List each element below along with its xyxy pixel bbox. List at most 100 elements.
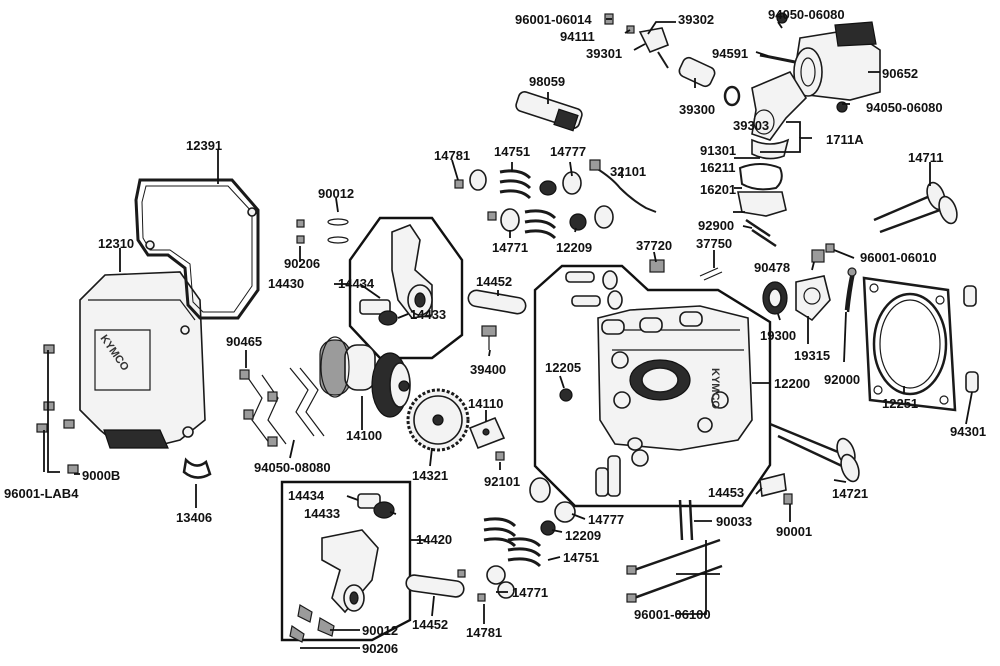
clip-part — [182, 457, 212, 479]
label-19315: 19315 — [794, 348, 830, 363]
spark-plug — [515, 91, 583, 132]
bolt-90001 — [783, 493, 793, 505]
dowel-pins-lower — [289, 604, 335, 643]
label-14453: 14453 — [708, 485, 744, 500]
label-91301: 91301 — [700, 143, 736, 158]
label-90033: 90033 — [716, 514, 752, 529]
sensor-wire — [595, 167, 657, 213]
label-90206-b: 90206 — [362, 641, 398, 656]
label-94591: 94591 — [712, 46, 748, 61]
label-14751-a: 14751 — [494, 144, 530, 159]
label-39301: 39301 — [586, 46, 622, 61]
label-14452-b: 14452 — [412, 617, 448, 632]
label-92900: 92900 — [698, 218, 734, 233]
label-94050-06080-b: 94050-06080 — [866, 100, 943, 115]
label-90206-a: 90206 — [284, 256, 320, 271]
label-14771-b: 14771 — [512, 585, 548, 600]
cam-sprocket — [406, 388, 470, 452]
label-37720: 37720 — [636, 238, 672, 253]
label-14321: 14321 — [412, 468, 448, 483]
insulator-16201 — [737, 191, 787, 217]
label-14434-b: 14434 — [288, 488, 325, 503]
valves-upper — [873, 181, 958, 234]
label-92101: 92101 — [484, 474, 520, 489]
label-14751-b: 14751 — [563, 550, 599, 565]
bolt-92101 — [495, 451, 505, 461]
rocker-shaft-lower — [405, 574, 465, 598]
label-12205: 12205 — [545, 360, 581, 375]
label-94050-06080-a: 94050-06080 — [768, 7, 845, 22]
label-14433-a: 14433 — [410, 307, 446, 322]
label-94111: 94111 — [560, 29, 595, 44]
sensor-plug — [589, 159, 601, 171]
label-90001: 90001 — [776, 524, 812, 539]
label-92000: 92000 — [824, 372, 860, 387]
label-96001-06010: 96001-06010 — [860, 250, 937, 265]
label-14110: 14110 — [468, 396, 503, 411]
sensor-39400 — [481, 325, 497, 350]
label-12391: 12391 — [186, 138, 222, 153]
sensor-37750 — [699, 267, 723, 281]
label-90478: 90478 — [754, 260, 790, 275]
label-12310: 12310 — [98, 236, 134, 251]
label-14777-a: 14777 — [550, 144, 586, 159]
valve-springs-lower — [457, 477, 576, 602]
oring-92000 — [844, 271, 856, 313]
studs-90033 — [678, 499, 694, 541]
label-14430: 14430 — [268, 276, 304, 291]
label-14452-a: 14452 — [476, 274, 512, 289]
rocker-arm-upper — [359, 224, 433, 326]
cover-bolts — [36, 344, 79, 474]
label-9000b: 9000B — [82, 468, 120, 483]
cylinder-head-group-box — [533, 264, 772, 508]
label-90652: 90652 — [882, 66, 918, 81]
label-39400: 39400 — [470, 362, 506, 377]
dowel-pins-upper — [296, 218, 349, 244]
label-32101: 32101 — [610, 164, 646, 179]
label-39303: 39303 — [733, 118, 769, 133]
label-94050-08080: 94050-08080 — [254, 460, 331, 475]
stud-bolts — [239, 367, 325, 447]
label-14433-b: 14433 — [304, 506, 340, 521]
label-96001-06100: 96001-06100 — [634, 607, 711, 622]
dowel-94301-a — [963, 285, 977, 307]
label-19300: 19300 — [760, 328, 796, 343]
rocker-arm-group-box-lower — [280, 480, 412, 642]
stud-92900 — [745, 218, 777, 248]
label-13406: 13406 — [176, 510, 212, 525]
label-14777-b: 14777 — [588, 512, 624, 527]
throttle-body — [759, 12, 881, 113]
label-16201: 16201 — [700, 182, 736, 197]
label-98059: 98059 — [529, 74, 565, 89]
head-gasket — [862, 276, 957, 412]
label-96001-06014: 96001-06014 — [515, 12, 592, 27]
cylinder-head-cover: KYMCO — [79, 271, 206, 449]
cover-gasket — [134, 178, 260, 320]
label-14420: 14420 — [416, 532, 452, 547]
label-14100: 14100 — [346, 428, 382, 443]
thermostat-group — [762, 243, 835, 322]
label-12200: 12200 — [774, 376, 810, 391]
label-14781-a: 14781 — [434, 148, 470, 163]
rocker-arm-lower — [321, 493, 395, 614]
label-39302: 39302 — [678, 12, 714, 27]
label-12209-b: 12209 — [565, 528, 601, 543]
tensioner-plate — [468, 416, 506, 450]
label-12209-a: 12209 — [556, 240, 592, 255]
rocker-shaft-upper — [467, 289, 527, 315]
label-16211: 16211 — [700, 160, 735, 175]
long-bolts — [633, 538, 723, 600]
label-14721: 14721 — [832, 486, 868, 501]
label-14711: 14711 — [908, 150, 943, 165]
dowel-94301-b — [965, 371, 979, 393]
label-37750: 37750 — [696, 236, 732, 251]
valves-lower — [769, 422, 860, 483]
label-90465: 90465 — [226, 334, 262, 349]
rocker-arm-group-box-upper — [348, 216, 464, 360]
label-14771-a: 14771 — [492, 240, 528, 255]
label-90012-b: 90012 — [362, 623, 398, 638]
label-12251: 12251 — [882, 396, 918, 411]
label-39300: 39300 — [679, 102, 715, 117]
